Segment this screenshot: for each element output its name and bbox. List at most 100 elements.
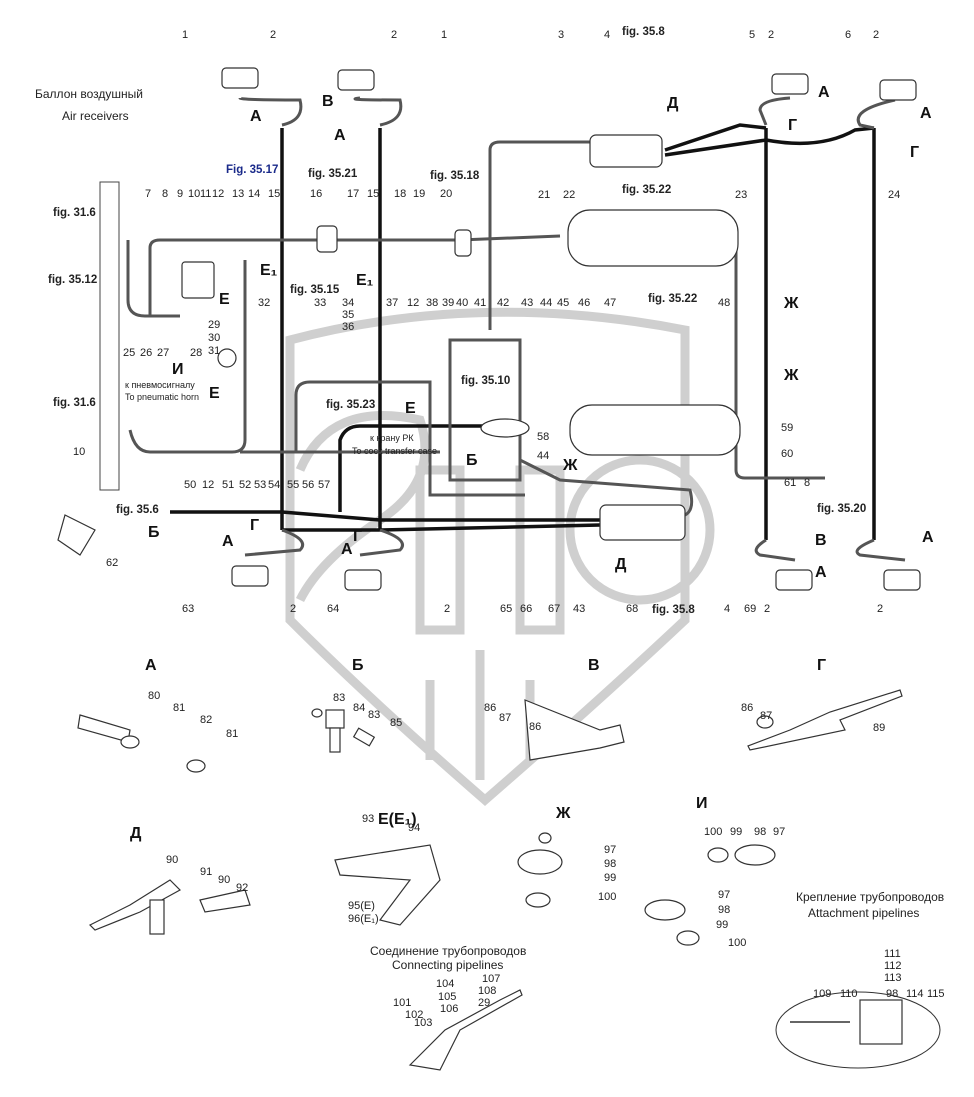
figure-reference: fig. 31.6 <box>53 397 96 409</box>
detail-callout: 83 <box>368 709 380 721</box>
brake-valve <box>480 418 530 438</box>
note-horn-en: To pneumatic horn <box>125 392 199 402</box>
figure-reference: fig. 35.18 <box>430 170 480 182</box>
detail-callout: 86 <box>484 702 496 714</box>
caption-connect-ru: Соединение трубопроводов <box>370 944 526 958</box>
detail-connection <box>408 989 523 1071</box>
callout-number: 61 <box>784 477 796 489</box>
detail-callout: 81 <box>226 728 238 740</box>
callout-number: 29 <box>208 319 220 331</box>
callout-number: 13 <box>232 188 244 200</box>
detail-title: И <box>696 795 708 812</box>
callout-number: 53 <box>254 479 266 491</box>
callout-number: 56 <box>302 479 314 491</box>
detail-callout: 109 <box>813 988 831 1000</box>
detail-callout: 110 <box>840 988 858 1000</box>
figure-reference: fig. 35.15 <box>290 284 340 296</box>
callout-number: 35 <box>342 309 354 321</box>
view-letter: А <box>334 127 346 144</box>
callout-number: 14 <box>248 188 260 200</box>
heading-en: Air receivers <box>62 109 129 123</box>
callout-number: 45 <box>557 297 569 309</box>
detail-i <box>644 844 776 946</box>
callout-number: 33 <box>314 297 326 309</box>
callout-number: 22 <box>563 189 575 201</box>
detail-callout: 98 <box>754 826 766 838</box>
callout-number: 69 <box>744 603 756 615</box>
detail-callout: 90 <box>218 874 230 886</box>
view-letter: А <box>341 541 353 558</box>
view-letter: Б <box>466 452 478 469</box>
callout-number: 2 <box>290 603 296 615</box>
callout-number: 37 <box>386 297 398 309</box>
callout-number: 57 <box>318 479 330 491</box>
detail-views <box>77 689 941 1071</box>
callout-number: 36 <box>342 321 354 333</box>
view-letter: Е₁ <box>260 262 278 279</box>
callout-number: 43 <box>521 297 533 309</box>
detail-callout: 98 <box>886 988 898 1000</box>
callout-number: 23 <box>735 189 747 201</box>
detail-callout: 107 <box>482 973 500 985</box>
callout-number: 15 <box>268 188 280 200</box>
caption-attach-en: Attachment pipelines <box>808 906 919 920</box>
detail-callout: 99 <box>730 826 742 838</box>
detail-callout: 112 <box>884 960 902 972</box>
callout-number: 3 <box>558 29 564 41</box>
wheel-chambers <box>221 67 921 591</box>
note-cock-ru: к крану РК <box>370 433 414 443</box>
detail-callout: 101 <box>393 997 411 1009</box>
figure-reference: fig. 35.20 <box>817 503 866 515</box>
callout-number: 18 <box>394 188 406 200</box>
callout-number: 59 <box>781 422 793 434</box>
view-letter: Ж <box>562 457 578 474</box>
figure-reference: fig. 35.12 <box>48 274 97 286</box>
view-letter: В <box>815 532 827 549</box>
brake-chamber-lower <box>599 504 686 541</box>
detail-callout: 100 <box>728 937 746 949</box>
callout-number: 12 <box>202 479 214 491</box>
detail-callout: 92 <box>236 882 248 894</box>
pipelines <box>126 96 906 562</box>
detail-title: Б <box>352 657 364 674</box>
detail-callout: 97 <box>604 844 616 856</box>
detail-callout: 108 <box>478 985 496 997</box>
callout-number: 54 <box>268 479 280 491</box>
callout-number: 2 <box>877 603 883 615</box>
detail-b <box>311 708 376 753</box>
air-receiver-lower <box>569 404 741 456</box>
callout-number: 2 <box>270 29 276 41</box>
detail-callout: 94 <box>408 822 420 834</box>
callout-number: 10 <box>73 446 85 458</box>
brake-chamber-upper <box>589 134 663 168</box>
pressure-gauge <box>217 348 237 368</box>
view-letter: А <box>815 564 827 581</box>
detail-callout: 104 <box>436 978 454 990</box>
callout-number: 6 <box>845 29 851 41</box>
callout-number: 2 <box>391 29 397 41</box>
callout-number: 21 <box>538 189 550 201</box>
detail-callout: 99 <box>604 872 616 884</box>
detail-e <box>334 844 441 926</box>
figure-reference: fig. 35.10 <box>461 375 510 387</box>
callout-number: 51 <box>222 479 234 491</box>
callout-number: 66 <box>520 603 532 615</box>
frame-rail <box>99 181 120 491</box>
detail-title: А <box>145 657 157 674</box>
callout-number: 24 <box>888 189 900 201</box>
callout-number: 12 <box>212 188 224 200</box>
detail-callout: 89 <box>873 722 885 734</box>
callout-number: 10 <box>188 188 200 200</box>
callout-number: 28 <box>190 347 202 359</box>
compressor-valve <box>181 261 215 299</box>
detail-title: В <box>588 657 600 674</box>
callout-number: 9 <box>177 188 183 200</box>
detail-callout: 98 <box>718 904 730 916</box>
detail-callout: 96(Е₁) <box>348 913 379 925</box>
callout-number: 25 <box>123 347 135 359</box>
detail-title: Г <box>817 657 826 674</box>
detail-callout: 80 <box>148 690 160 702</box>
